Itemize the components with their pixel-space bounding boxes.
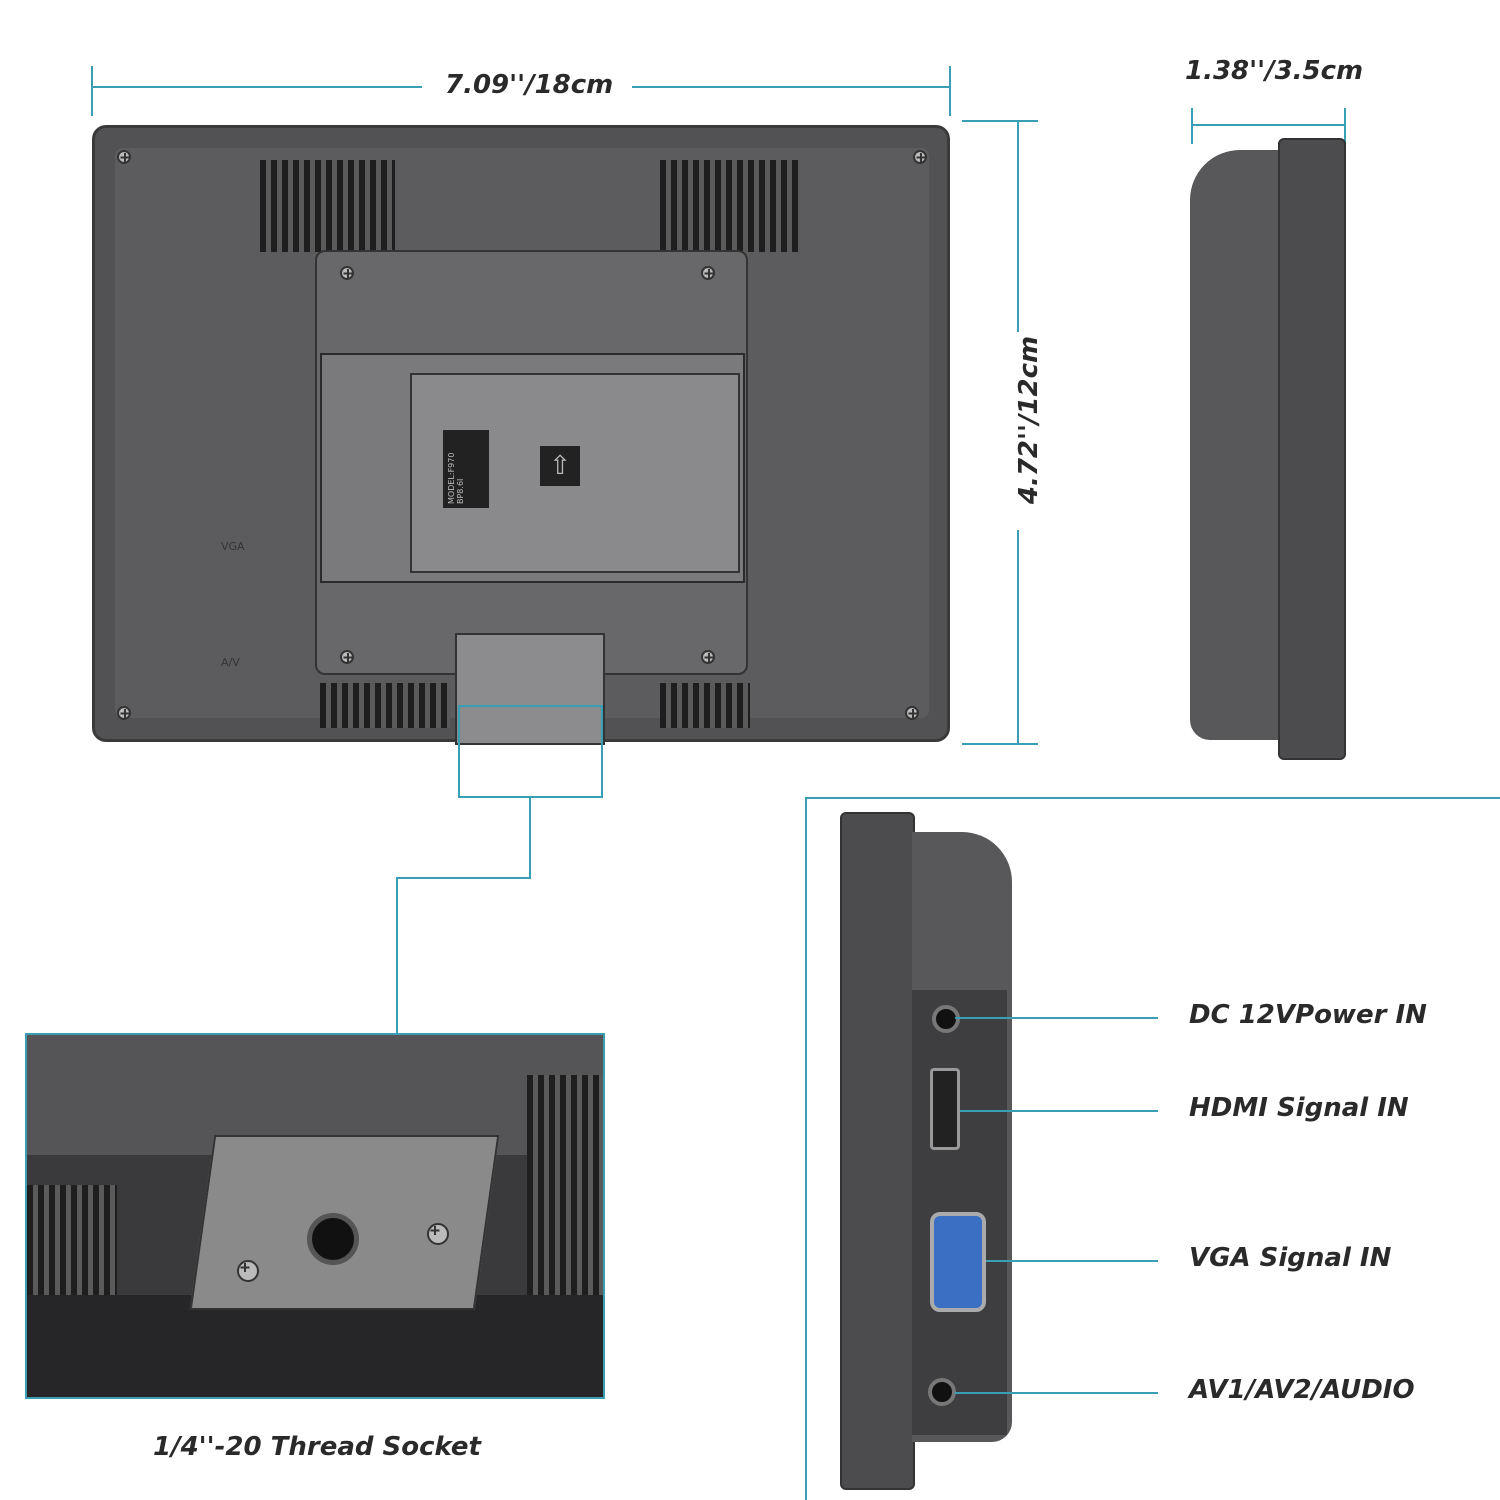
width-dimension-label: 7.09''/18cm xyxy=(445,70,614,100)
panel-border xyxy=(805,797,807,1500)
thread-socket-callout-box xyxy=(458,705,603,798)
depth-dim-tick xyxy=(1344,108,1346,144)
port-label-av: AV1/AV2/AUDIO xyxy=(1189,1375,1415,1405)
model-label: MODEL:F970 BP8.6I xyxy=(443,430,489,508)
height-dim-tick xyxy=(962,743,1038,745)
height-dimension-label: 4.72''/12cm xyxy=(1014,335,1045,505)
callout-connector xyxy=(397,877,531,879)
depth-dim-tick xyxy=(1191,108,1193,144)
vent xyxy=(660,683,750,728)
vga-port xyxy=(930,1212,986,1312)
leader-line xyxy=(986,1260,1158,1262)
thread-socket-detail-image xyxy=(25,1033,605,1399)
monitor-side-bezel xyxy=(1278,138,1346,760)
vent xyxy=(260,160,395,252)
monitor-side-view-top xyxy=(1190,150,1290,740)
depth-dimension-label: 1.38''/3.5cm xyxy=(1185,56,1364,86)
width-dim-tick xyxy=(949,66,951,116)
height-dim-line xyxy=(1017,530,1019,745)
mount-bracket xyxy=(455,633,605,745)
port-label-hdmi: HDMI Signal IN xyxy=(1189,1093,1409,1123)
vent xyxy=(660,160,800,252)
hdmi-port xyxy=(930,1068,960,1150)
width-dim-tick xyxy=(91,66,93,116)
thread-socket-caption: 1/4''-20 Thread Socket xyxy=(153,1432,481,1462)
vent xyxy=(320,683,450,728)
monitor-back-view: MODEL:F970 BP8.6I ⇧ VGA A/V xyxy=(92,125,950,745)
av-audio-port xyxy=(928,1378,956,1406)
monitor-side-view-ports xyxy=(840,812,915,1490)
av-port-label: A/V xyxy=(221,656,240,669)
dc-power-port xyxy=(932,1005,960,1033)
leader-line xyxy=(955,1017,1158,1019)
height-dim-line xyxy=(1017,120,1019,332)
depth-dim-line xyxy=(1192,124,1345,126)
arrow-icon: ⇧ xyxy=(540,446,580,486)
port-label-dc: DC 12VPower IN xyxy=(1189,1000,1427,1030)
callout-connector xyxy=(396,877,398,1034)
callout-connector xyxy=(529,797,531,879)
leader-line xyxy=(955,1392,1158,1394)
thread-socket-hole xyxy=(307,1213,359,1265)
vga-port-label: VGA xyxy=(221,540,245,553)
port-label-vga: VGA Signal IN xyxy=(1189,1243,1392,1273)
width-dim-line-right xyxy=(632,86,950,88)
width-dim-line-left xyxy=(92,86,422,88)
leader-line xyxy=(960,1110,1158,1112)
panel-border xyxy=(806,797,1500,799)
height-dim-tick xyxy=(962,120,1038,122)
